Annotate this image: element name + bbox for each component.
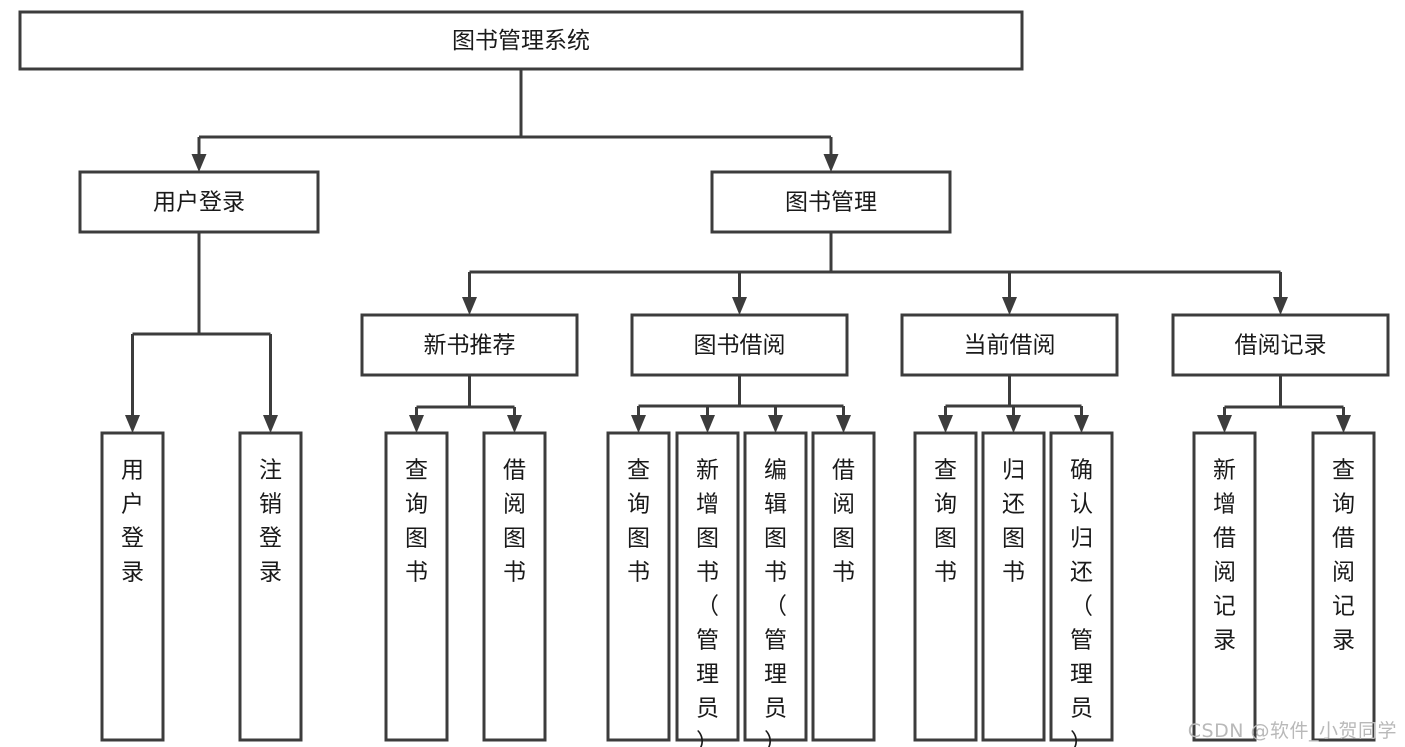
node-box-book-borrowing[interactable] — [630, 313, 849, 377]
node-box-leaf-borrow-book-2[interactable] — [811, 431, 876, 742]
node-box-leaf-add-book[interactable] — [675, 431, 740, 742]
node-box-leaf-query-book-3[interactable] — [913, 431, 978, 742]
node-box-leaf-user-logout[interactable] — [238, 431, 303, 742]
node-label-leaf-confirm-return: 确认归还（管理员） — [1070, 458, 1093, 747]
node-label-leaf-query-book-2: 查询图书 — [627, 458, 650, 586]
node-label-leaf-return-book: 归还图书 — [1002, 458, 1025, 586]
connector-layer — [125, 69, 1351, 433]
edge-borrow-records-to-leaf-query-record-arrowhead — [1336, 415, 1351, 433]
node-box-new-book-recommend[interactable] — [360, 313, 579, 377]
node-label-leaf-query-book-3: 查询图书 — [934, 458, 957, 586]
edge-new-book-recommend-to-leaf-borrow-book-1-arrowhead — [507, 415, 522, 433]
node-label-leaf-user-logout: 注销登录 — [259, 458, 282, 586]
node-label-leaf-add-record: 新增借阅记录 — [1213, 458, 1236, 654]
node-box-book-management[interactable] — [710, 170, 952, 234]
node-box-borrow-records[interactable] — [1171, 313, 1390, 377]
edge-book-borrowing-to-leaf-borrow-book-2-arrowhead — [836, 415, 851, 433]
node-label-user-login: 用户登录 — [153, 190, 245, 216]
node-label-leaf-edit-book: 编辑图书（管理员） — [764, 458, 787, 747]
edge-current-borrowing-to-leaf-query-book-3-arrowhead — [938, 415, 953, 433]
node-label-leaf-query-book-1: 查询图书 — [405, 458, 428, 586]
edge-current-borrowing-to-leaf-return-book-arrowhead — [1006, 415, 1021, 433]
edge-root-to-user-login-arrowhead — [191, 154, 207, 172]
node-label-root: 图书管理系统 — [452, 28, 590, 54]
node-box-leaf-query-record[interactable] — [1311, 431, 1376, 742]
node-box-current-borrowing[interactable] — [900, 313, 1119, 377]
edge-user-login-to-leaf-user-login-arrowhead — [125, 415, 140, 433]
node-box-leaf-query-book-1[interactable] — [384, 431, 449, 742]
node-label-current-borrowing: 当前借阅 — [964, 333, 1056, 359]
node-box-leaf-borrow-book-1[interactable] — [482, 431, 547, 742]
watermark-text: CSDN @软件_小贺同学 — [1187, 720, 1397, 742]
node-box-leaf-query-book-2[interactable] — [606, 431, 671, 742]
node-box-leaf-add-record[interactable] — [1192, 431, 1257, 742]
edge-book-management-to-new-book-recommend-arrowhead — [462, 297, 477, 315]
node-box-leaf-confirm-return[interactable] — [1049, 431, 1114, 742]
node-box-leaf-user-login[interactable] — [100, 431, 165, 742]
node-label-leaf-add-book: 新增图书（管理员） — [696, 458, 719, 747]
node-label-book-borrowing: 图书借阅 — [694, 333, 786, 359]
edge-new-book-recommend-to-leaf-query-book-1-arrowhead — [409, 415, 424, 433]
edge-book-management-to-book-borrowing-arrowhead — [732, 297, 747, 315]
edge-root-to-book-management-arrowhead — [823, 154, 839, 172]
edge-book-borrowing-to-leaf-edit-book-arrowhead — [768, 415, 783, 433]
edge-book-management-to-current-borrowing-arrowhead — [1002, 297, 1017, 315]
edge-book-borrowing-to-leaf-add-book-arrowhead — [700, 415, 715, 433]
edge-borrow-records-to-leaf-add-record-arrowhead — [1217, 415, 1232, 433]
node-label-leaf-user-login: 用户登录 — [121, 458, 144, 586]
edge-book-management-to-borrow-records-arrowhead — [1273, 297, 1288, 315]
node-box-leaf-edit-book[interactable] — [743, 431, 808, 742]
node-box-leaf-return-book[interactable] — [981, 431, 1046, 742]
node-layer: 图书管理系统用户登录用户登录注销登录图书管理新书推荐查询图书借阅图书图书借阅查询… — [18, 10, 1390, 747]
edge-current-borrowing-to-leaf-confirm-return-arrowhead — [1074, 415, 1089, 433]
node-box-user-login[interactable] — [78, 170, 320, 234]
node-label-leaf-query-record: 查询借阅记录 — [1332, 458, 1355, 654]
node-label-new-book-recommend: 新书推荐 — [424, 333, 516, 359]
edge-book-borrowing-to-leaf-query-book-2-arrowhead — [631, 415, 646, 433]
edge-user-login-to-leaf-user-logout-arrowhead — [263, 415, 278, 433]
node-box-root[interactable] — [18, 10, 1024, 71]
node-label-leaf-borrow-book-1: 借阅图书 — [503, 458, 526, 586]
node-label-borrow-records: 借阅记录 — [1235, 333, 1327, 359]
node-label-leaf-borrow-book-2: 借阅图书 — [832, 458, 855, 586]
node-label-book-management: 图书管理 — [785, 190, 877, 216]
